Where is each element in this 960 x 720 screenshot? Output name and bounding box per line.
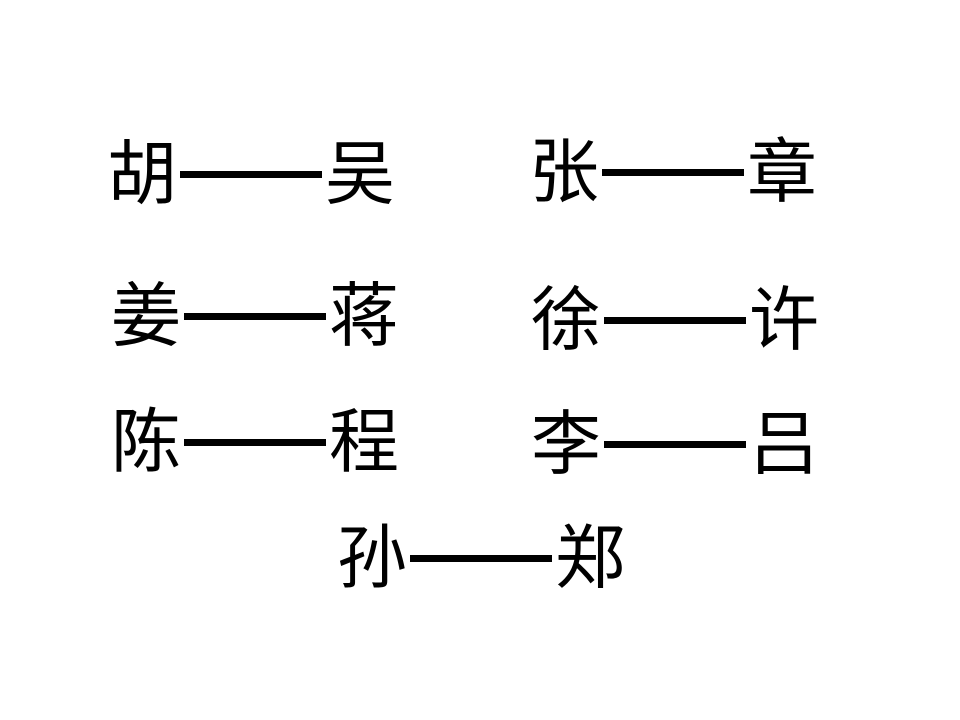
surname-right: 章 [747,131,817,213]
surname-right: 吕 [749,403,819,485]
dash-connector [602,168,744,176]
dash-connector [180,170,322,178]
surname-right: 郑 [555,517,625,599]
surname-pair: 孙 郑 [336,518,626,598]
surname-right: 许 [749,279,819,361]
dash-connector [604,440,746,448]
surname-left: 陈 [111,401,181,483]
surname-right: 程 [329,401,399,483]
surname-pair: 陈 程 [110,402,400,482]
surname-right: 蒋 [329,275,399,357]
dash-connector [184,438,326,446]
surname-left: 张 [529,131,599,213]
dash-connector [410,554,552,562]
surname-left: 姜 [111,275,181,357]
surname-right: 吴 [325,133,395,215]
dash-connector [604,316,746,324]
surname-pair: 张 章 [528,132,818,212]
surname-left: 徐 [531,279,601,361]
surname-left: 李 [531,403,601,485]
surname-pair: 姜 蒋 [110,276,400,356]
surname-pair: 徐 许 [530,280,820,360]
surname-left: 胡 [107,133,177,215]
surname-left: 孙 [337,517,407,599]
surname-pair: 李 吕 [530,404,820,484]
dash-connector [184,312,326,320]
surname-pair: 胡 吴 [106,134,396,214]
